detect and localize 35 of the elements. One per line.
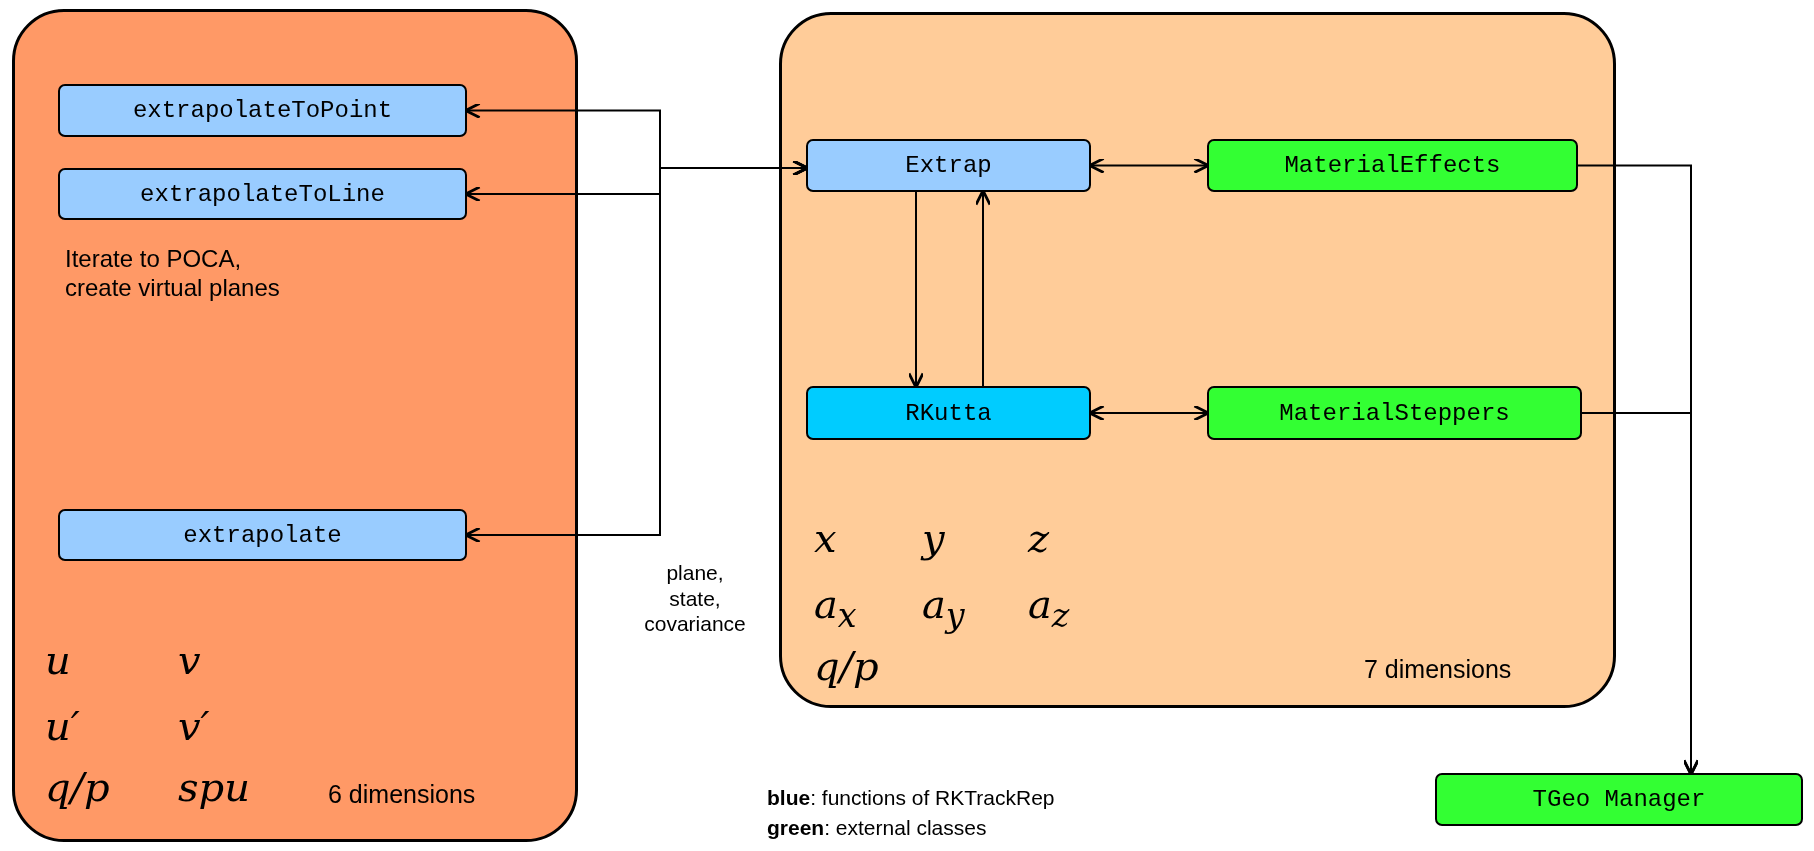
function-box: TGeo Manager [1435, 773, 1803, 826]
arrow [974, 189, 992, 387]
dimension-count: 7 dimensions [1364, 655, 1512, 684]
legend-text: blue: functions of RKTrackRep [767, 786, 1055, 810]
arrow [1088, 404, 1210, 422]
edge-note: plane, state, covariance [643, 560, 747, 637]
arrow [1581, 412, 1700, 776]
math-symbol: u′ [45, 703, 80, 749]
dimension-count: 6 dimensions [328, 780, 476, 809]
group-panel [12, 9, 578, 842]
function-box: Extrap [806, 139, 1091, 192]
math-symbol: x [814, 515, 837, 561]
math-symbol: q/p [814, 643, 879, 689]
math-symbol: y [922, 515, 945, 561]
math-symbol: u [45, 637, 71, 683]
math-symbol: q/p [45, 764, 110, 810]
function-box: MaterialEffects [1207, 139, 1578, 192]
math-symbol: spu [178, 764, 250, 810]
arrow [1088, 157, 1210, 174]
math-symbol: a$_{z}$ [1028, 581, 1070, 635]
note-text: Iterate to POCA, create virtual planes [65, 244, 281, 303]
function-box: RKutta [806, 386, 1091, 440]
legend-text: green: external classes [767, 816, 987, 840]
math-symbol: v [178, 637, 201, 683]
math-symbol: v′ [178, 703, 210, 749]
function-box: extrapolateToPoint [58, 84, 467, 137]
math-symbol: z [1028, 515, 1050, 561]
function-box: extrapolateToLine [58, 168, 467, 220]
math-symbol: a$_{x}$ [814, 581, 857, 635]
arrow [464, 159, 809, 544]
group-panel [779, 12, 1616, 708]
arrow [907, 191, 925, 389]
function-box: extrapolate [58, 509, 467, 561]
function-box: MaterialSteppers [1207, 386, 1582, 440]
math-symbol: a$_{y}$ [922, 581, 965, 635]
